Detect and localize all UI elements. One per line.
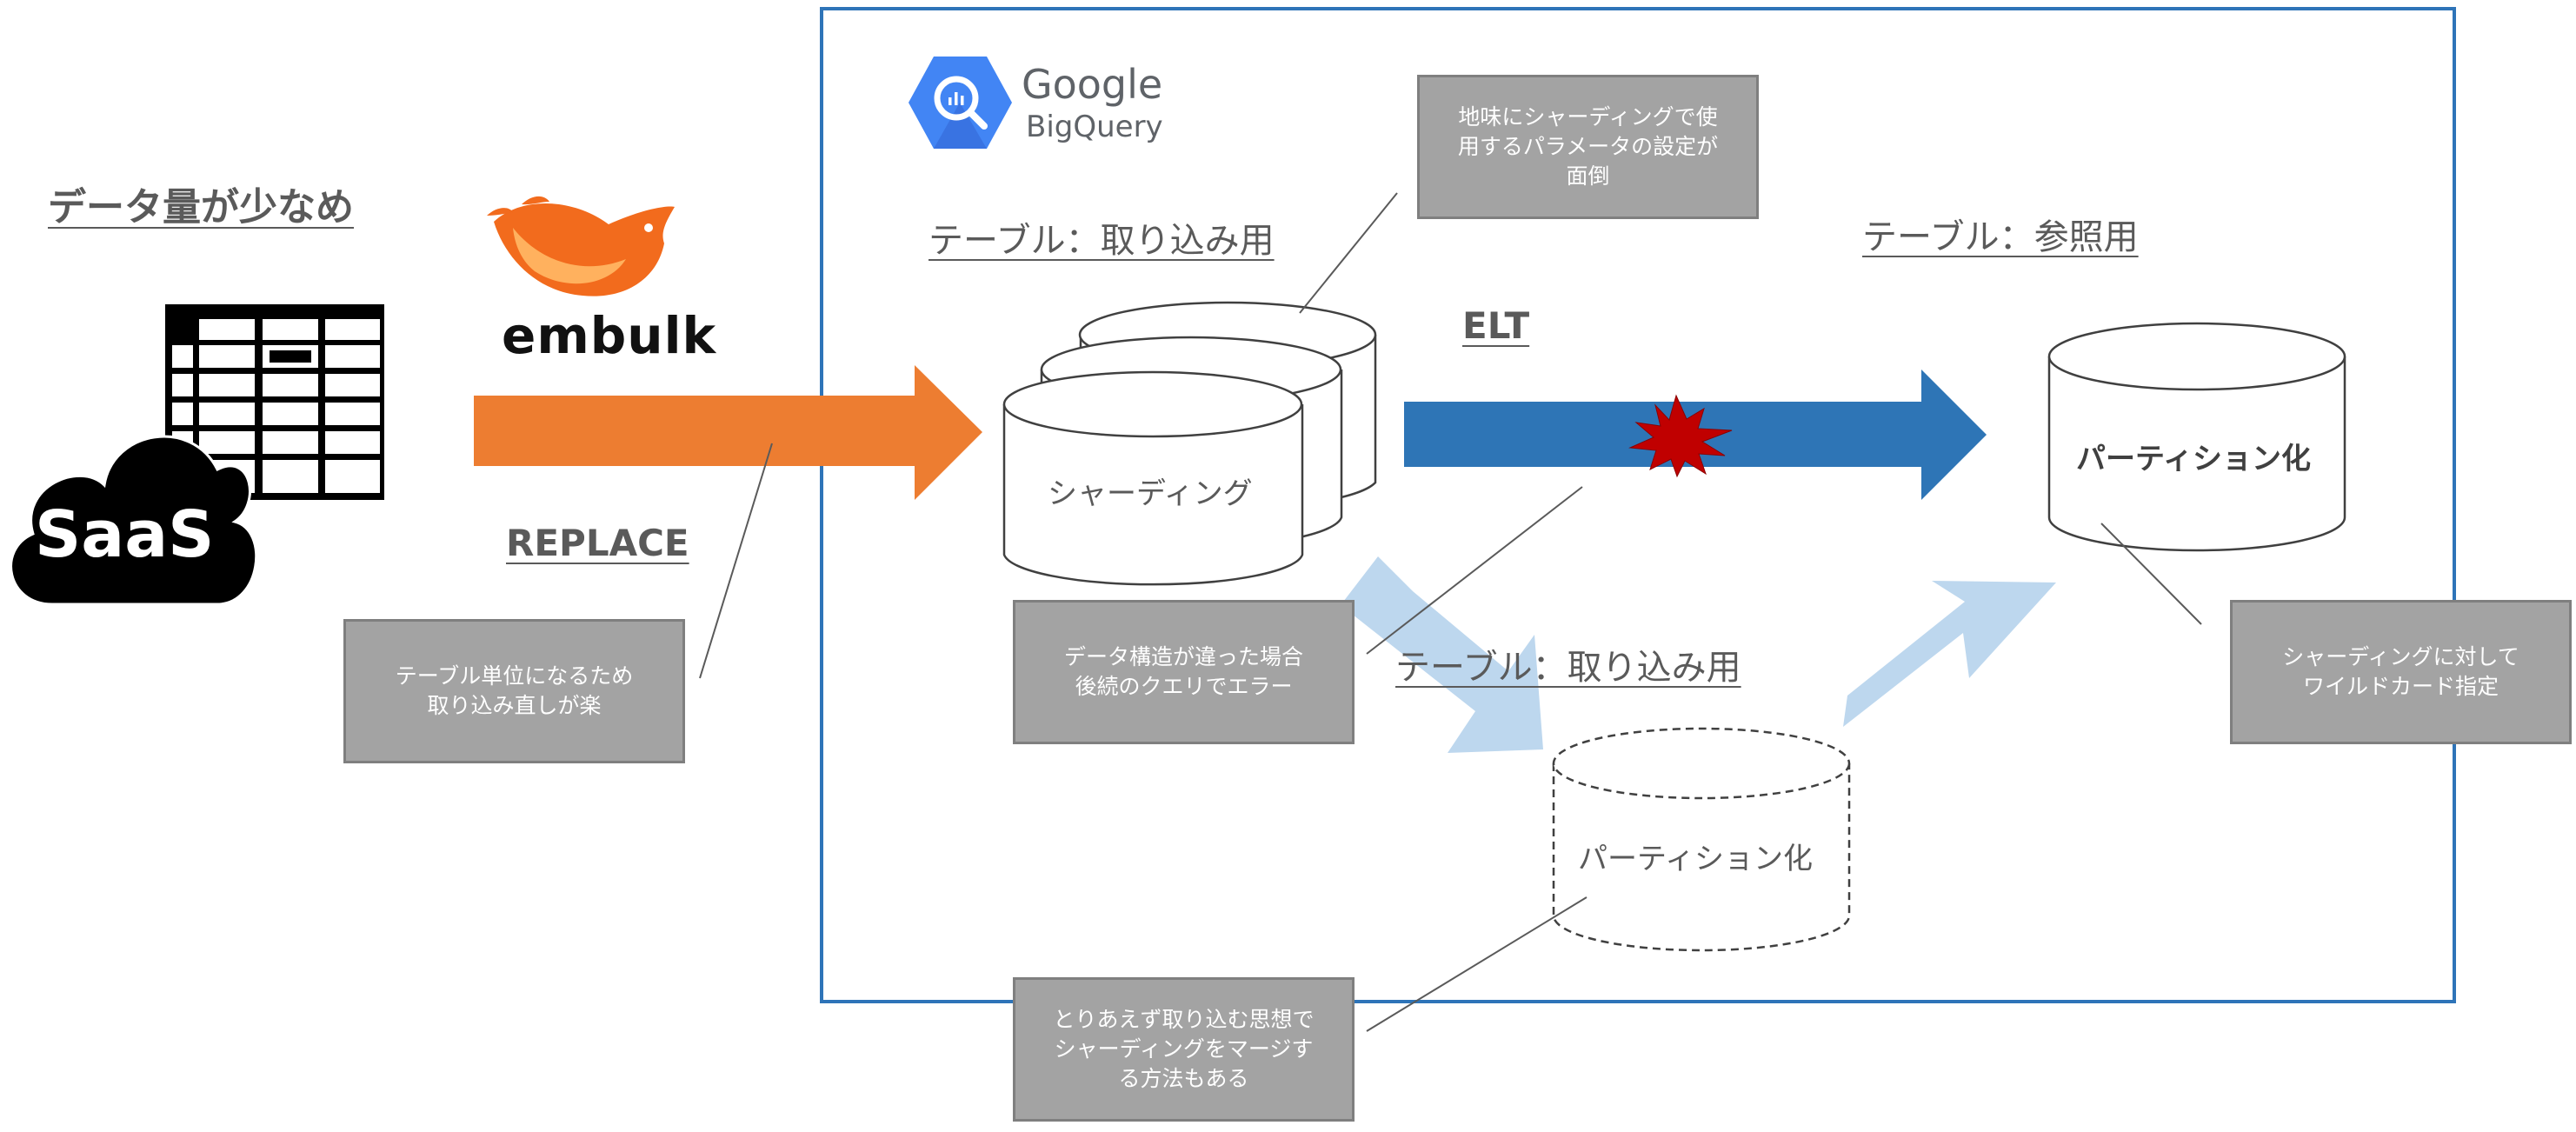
error-burst-icon	[1628, 394, 1733, 478]
sharding-label: シャーディング	[1048, 476, 1253, 511]
sharding-param-note: 地味にシャーディングで使 用するパラメータの設定が 面倒	[1417, 75, 1759, 219]
ingest-partition-label: パーティション化	[1578, 842, 1813, 876]
replace-note-connector	[699, 443, 773, 679]
ingest-table-label-2: テーブル：取り込み用	[1395, 648, 1741, 688]
source-title: データ量が少なめ	[48, 185, 354, 230]
saas-label: SaaS	[35, 497, 215, 572]
elt-label: ELT	[1462, 304, 1530, 347]
wildcard-connector	[2100, 523, 2202, 625]
schema-error-connector	[1366, 486, 1583, 655]
reference-table-label: テーブル：参照用	[1862, 217, 2139, 257]
merge-arrow	[1341, 556, 1543, 753]
reference-partition-table	[2047, 322, 2346, 552]
google-wordmark: Google	[1022, 61, 1163, 108]
cloud-icon	[10, 435, 258, 606]
replace-note: テーブル単位になるため 取り込み直しが楽	[343, 619, 685, 763]
sharding-param-connector	[1299, 192, 1398, 314]
sharding-table-stack	[1002, 301, 1377, 586]
reference-arrow	[1843, 581, 2056, 727]
wildcard-note: シャーディングに対して ワイルドカード指定	[2230, 600, 2572, 744]
bigquery-wordmark: BigQuery	[1026, 110, 1163, 144]
embulk-whale-icon	[487, 196, 675, 296]
bigquery-frame	[820, 7, 2456, 1003]
reference-partition-label: パーティション化	[2076, 442, 2311, 476]
ingest-partition-table	[1552, 727, 1851, 952]
merge-note-connector	[1366, 896, 1588, 1032]
merge-note: とりあえず取り込む思想で シャーディングをマージす る方法もある	[1013, 977, 1355, 1122]
replace-label: REPLACE	[506, 522, 689, 564]
embulk-label: embulk	[502, 306, 717, 365]
bigquery-icon	[909, 57, 1012, 149]
schema-error-note: データ構造が違った場合 後続のクエリでエラー	[1013, 600, 1355, 744]
replace-arrow	[474, 365, 982, 500]
ingest-table-label: テーブル：取り込み用	[929, 221, 1275, 261]
